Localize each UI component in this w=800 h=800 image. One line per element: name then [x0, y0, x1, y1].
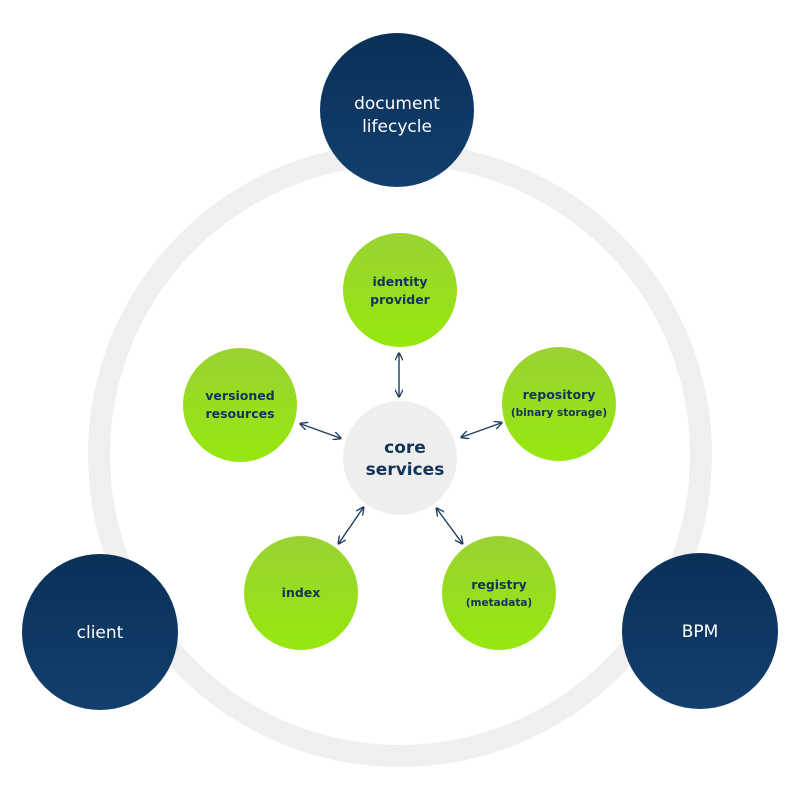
- node-versioned-resources-line1: versioned: [205, 388, 274, 403]
- node-client[interactable]: client: [22, 554, 178, 710]
- node-document-lifecycle[interactable]: document lifecycle: [320, 33, 474, 187]
- arrow-core-versioned: [301, 424, 340, 438]
- node-repository[interactable]: repository (binary storage): [502, 347, 616, 461]
- node-registry-line1: registry: [471, 577, 527, 592]
- node-core-services[interactable]: core services: [343, 401, 457, 515]
- node-registry-line2: (metadata): [466, 597, 532, 609]
- node-repository-line2: (binary storage): [511, 407, 607, 419]
- arrow-core-repository: [462, 423, 501, 437]
- node-registry[interactable]: registry (metadata): [442, 536, 556, 650]
- node-index[interactable]: index: [244, 536, 358, 650]
- node-identity-provider[interactable]: identity provider: [343, 233, 457, 347]
- node-document-lifecycle-line2: lifecycle: [362, 117, 432, 137]
- node-client-label: client: [77, 623, 124, 643]
- node-versioned-resources[interactable]: versioned resources: [183, 348, 297, 462]
- node-versioned-resources-line2: resources: [205, 406, 274, 421]
- node-bpm[interactable]: BPM: [622, 553, 778, 709]
- node-identity-provider-line2: provider: [370, 292, 431, 307]
- node-document-lifecycle-line1: document: [354, 94, 440, 114]
- arrow-core-registry: [437, 509, 462, 543]
- node-core-services-line1: core: [384, 438, 426, 458]
- node-core-services-line2: services: [366, 460, 445, 480]
- node-identity-provider-line1: identity: [373, 274, 428, 289]
- node-index-label: index: [282, 585, 321, 600]
- node-bpm-label: BPM: [682, 622, 719, 642]
- arrow-core-index: [339, 508, 363, 543]
- node-repository-line1: repository: [523, 387, 596, 402]
